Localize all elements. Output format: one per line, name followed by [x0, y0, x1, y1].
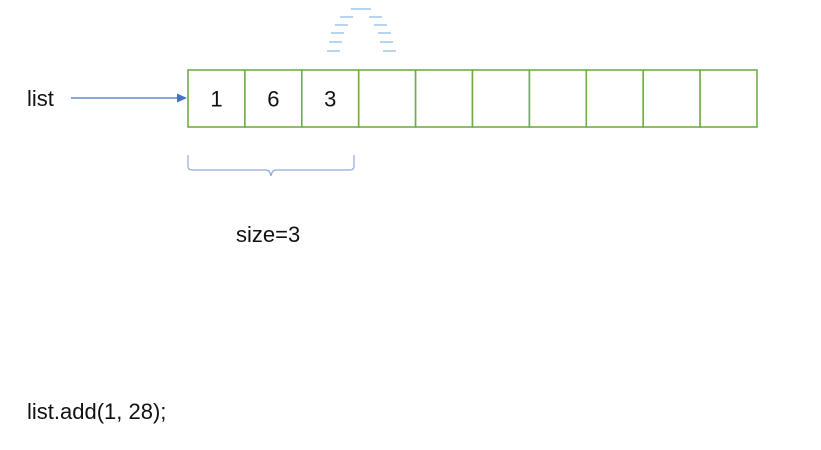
- array-cell: [414, 69, 474, 128]
- array-cell: [585, 69, 644, 128]
- array-cell: [528, 69, 588, 128]
- array-cell: [471, 69, 531, 128]
- size-brace: [187, 155, 355, 177]
- array-cell: [699, 69, 758, 128]
- array-cells: 1 6 3: [187, 69, 758, 128]
- array-cell-value: 1: [210, 87, 222, 112]
- list-label: list: [27, 86, 54, 111]
- array-cell-value: 6: [267, 87, 279, 112]
- list-pointer-arrow: [71, 93, 187, 103]
- array-cell: [187, 69, 246, 128]
- array-cell: [300, 69, 360, 128]
- array-cell-value: 3: [324, 87, 336, 112]
- size-label: size=3: [236, 222, 301, 247]
- array-cell: [244, 69, 303, 128]
- code-line: list.add(1, 28);: [27, 399, 167, 424]
- shift-indicator-marks: [327, 8, 396, 52]
- array-cell: [357, 69, 417, 128]
- array-cell: [642, 69, 701, 128]
